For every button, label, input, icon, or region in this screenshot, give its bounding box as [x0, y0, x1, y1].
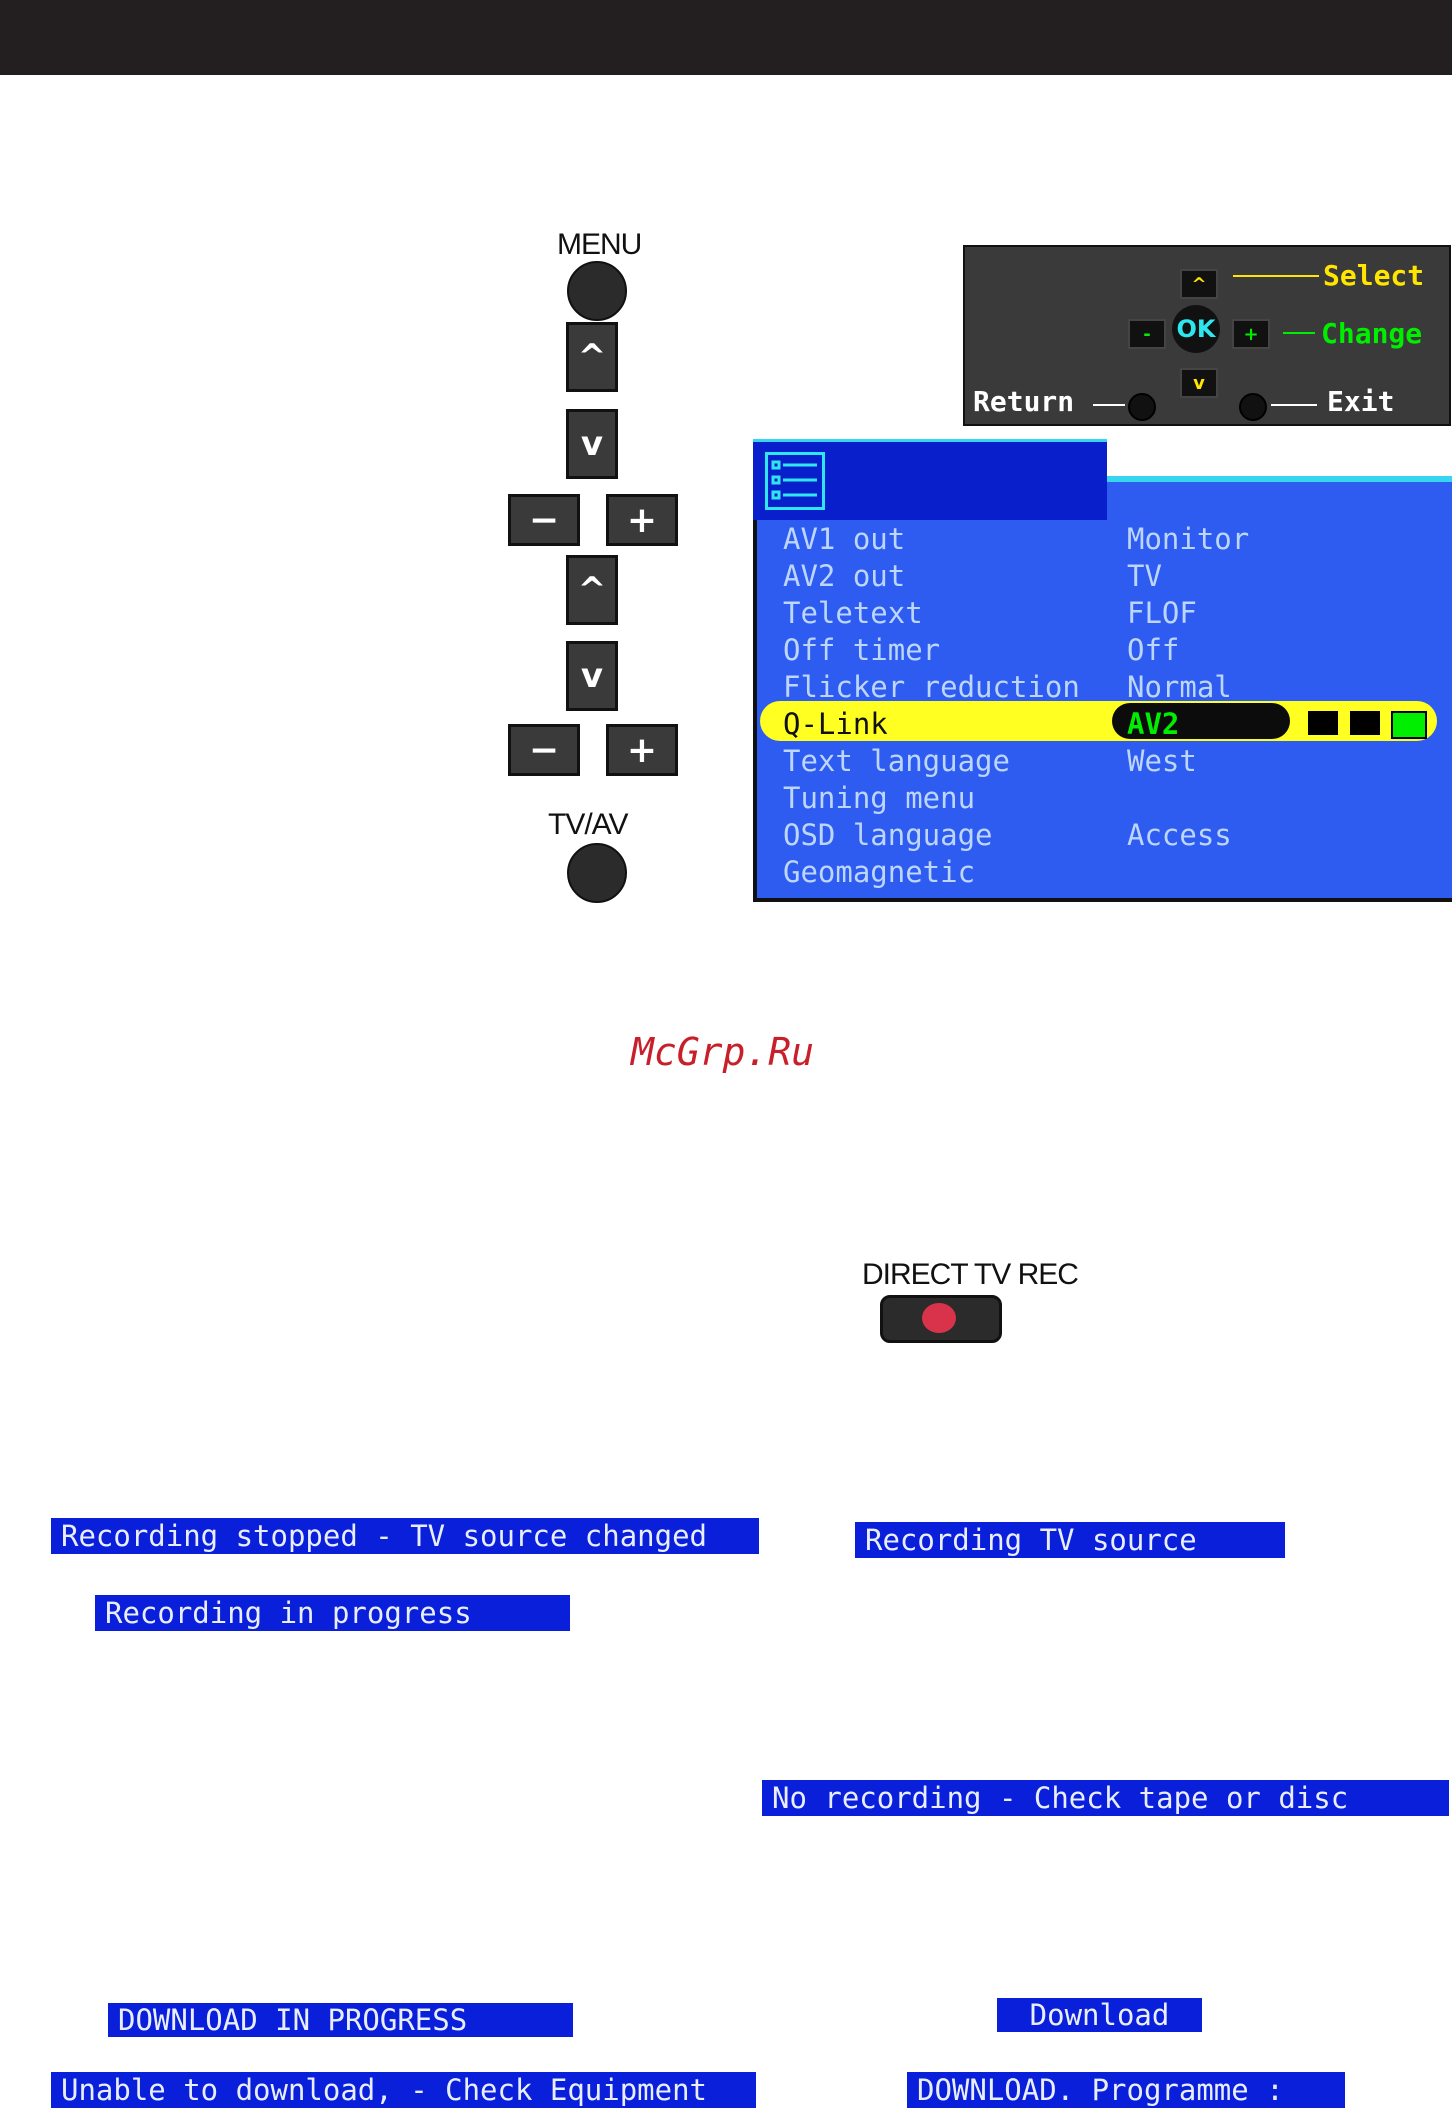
change-line — [1283, 332, 1315, 334]
down-button[interactable]: v — [566, 409, 618, 479]
header-bar — [0, 0, 1452, 75]
message-no-recording: No recording - Check tape or disc — [762, 1780, 1449, 1816]
record-icon — [922, 1303, 956, 1333]
message-recording-stopped: Recording stopped - TV source changed — [51, 1518, 759, 1554]
message-download-programme: DOWNLOAD. Programme : — [907, 2072, 1345, 2108]
down-button-2[interactable]: v — [566, 641, 618, 711]
return-line — [1093, 404, 1125, 406]
menu-item-value: TV — [1127, 559, 1162, 593]
message-download-in-progress: DOWNLOAD IN PROGRESS — [108, 2003, 573, 2037]
menu-item-value: Normal — [1127, 670, 1232, 704]
tvav-button-label: TV/AV — [548, 808, 628, 841]
indicator-3-icon — [1391, 711, 1427, 739]
select-label: Select — [1323, 259, 1425, 292]
up-button[interactable]: ^ — [566, 322, 618, 392]
menu-button[interactable] — [567, 261, 627, 321]
minus-button-2[interactable]: − — [508, 724, 580, 776]
menu-item-value: West — [1127, 744, 1197, 778]
menu-item-label[interactable]: Q-Link — [783, 707, 888, 741]
return-label: Return — [973, 385, 1075, 418]
exit-line — [1271, 404, 1317, 406]
menu-item-label[interactable]: Off timer — [783, 633, 941, 667]
menu-item-value: FLOF — [1127, 596, 1197, 630]
ok-icon: OK — [1172, 305, 1220, 353]
select-line — [1233, 275, 1319, 277]
menu-title-tab — [753, 439, 1107, 520]
menu-list-icon — [765, 452, 825, 510]
up-button-2[interactable]: ^ — [566, 555, 618, 625]
setup-menu-panel — [753, 478, 1452, 902]
message-recording-in-progress: Recording in progress — [95, 1595, 570, 1631]
return-button-icon — [1128, 393, 1156, 421]
exit-label: Exit — [1327, 385, 1395, 418]
menu-button-label: MENU — [557, 228, 642, 261]
menu-item-value: Monitor — [1127, 522, 1250, 556]
help-up-icon: ^ — [1180, 269, 1218, 299]
navigation-help-box: ^ Select - OK + Change v Return Exit — [963, 245, 1451, 426]
menu-item-label[interactable]: Tuning menu — [783, 781, 976, 815]
message-unable-to-download: Unable to download, - Check Equipment — [51, 2072, 756, 2108]
menu-item-value: Off — [1127, 633, 1180, 667]
menu-item-label[interactable]: Text language — [783, 744, 1010, 778]
indicator-2-icon — [1350, 711, 1380, 735]
direct-tv-rec-button[interactable] — [880, 1295, 1002, 1343]
message-recording-tv-source: Recording TV source — [855, 1522, 1285, 1558]
menu-item-label[interactable]: Flicker reduction — [783, 670, 1080, 704]
watermark: McGrp.Ru — [631, 1030, 815, 1074]
exit-button-icon — [1239, 393, 1267, 421]
plus-button[interactable]: + — [606, 494, 678, 546]
plus-button-2[interactable]: + — [606, 724, 678, 776]
menu-item-value: AV2 — [1127, 707, 1180, 741]
help-minus-icon: - — [1128, 319, 1166, 349]
minus-button[interactable]: − — [508, 494, 580, 546]
menu-item-label[interactable]: Geomagnetic — [783, 855, 976, 889]
tvav-button[interactable] — [567, 843, 627, 903]
indicator-1-icon — [1308, 711, 1338, 735]
change-label: Change — [1321, 317, 1423, 350]
selected-value-box — [1112, 703, 1290, 739]
help-plus-icon: + — [1232, 319, 1270, 349]
direct-tv-rec-label: DIRECT TV REC — [862, 1258, 1079, 1291]
menu-item-value: Access — [1127, 818, 1232, 852]
help-down-icon: v — [1180, 368, 1218, 398]
menu-item-label[interactable]: Teletext — [783, 596, 923, 630]
menu-item-label[interactable]: AV1 out — [783, 522, 906, 556]
message-download: Download — [997, 1998, 1202, 2032]
menu-item-label[interactable]: AV2 out — [783, 559, 906, 593]
menu-item-label[interactable]: OSD language — [783, 818, 993, 852]
